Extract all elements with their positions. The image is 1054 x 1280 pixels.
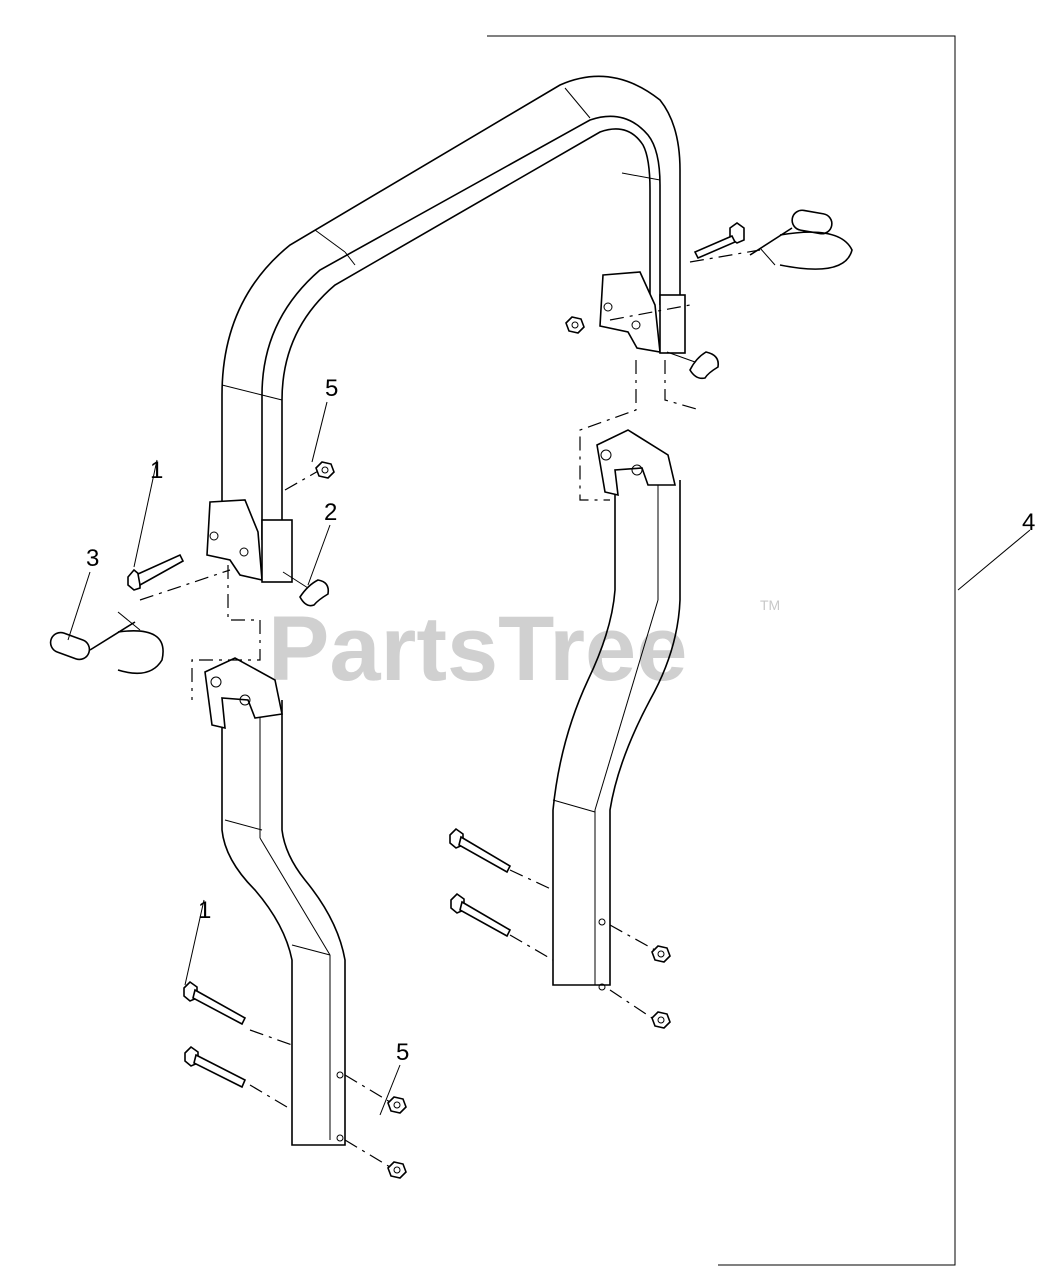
bolt-lower-left-1 (183, 980, 247, 1026)
knob-left (282, 571, 330, 607)
bolt-lower-left-2 (184, 1045, 247, 1089)
bolt-upper-right (693, 222, 745, 260)
callout-4: 4 (1022, 509, 1035, 536)
nut-lower-left-2 (387, 1161, 407, 1179)
nut-lower-right-2 (651, 1011, 671, 1029)
lower-right-top-bracket (596, 429, 677, 497)
nut-lower-left-1 (387, 1096, 407, 1114)
watermark-trademark: TM (760, 597, 780, 613)
watermark: PartsTree TM (268, 597, 780, 700)
knob-right (666, 351, 720, 380)
callout-5-lower: 5 (396, 1039, 409, 1066)
callout-1-upper: 1 (150, 457, 163, 484)
callout-3: 3 (86, 545, 99, 572)
upper-roll-bar-hoop (221, 75, 681, 540)
alignment-lines (139, 249, 761, 1171)
callout-5-upper: 5 (325, 375, 338, 402)
nut-upper-right (565, 316, 585, 334)
bolts (127, 222, 745, 1089)
watermark-text: PartsTree (268, 598, 687, 700)
callout-1-lower: 1 (198, 897, 211, 924)
lower-left-top-bracket (204, 657, 283, 730)
nut-upper-left (315, 461, 335, 479)
assembly-bracket (487, 35, 956, 1266)
hitch-pin-right (749, 209, 853, 270)
bolt-upper-left (127, 553, 185, 591)
bolt-lower-right-2 (450, 892, 512, 938)
nuts (315, 316, 671, 1179)
leader-lines (67, 401, 1031, 1116)
lower-left-post (221, 700, 346, 1146)
upper-right-bracket (599, 271, 686, 354)
lower-right-post (552, 480, 681, 991)
hitch-pins (49, 209, 853, 675)
upper-left-bracket (206, 499, 293, 583)
hitch-pin-left (49, 611, 164, 675)
bolt-lower-right-1 (449, 827, 512, 874)
nut-lower-right-1 (651, 945, 671, 963)
knobs (282, 351, 720, 607)
callouts: 1 2 3 4 5 1 5 (86, 375, 1035, 1066)
callout-2: 2 (324, 499, 337, 526)
